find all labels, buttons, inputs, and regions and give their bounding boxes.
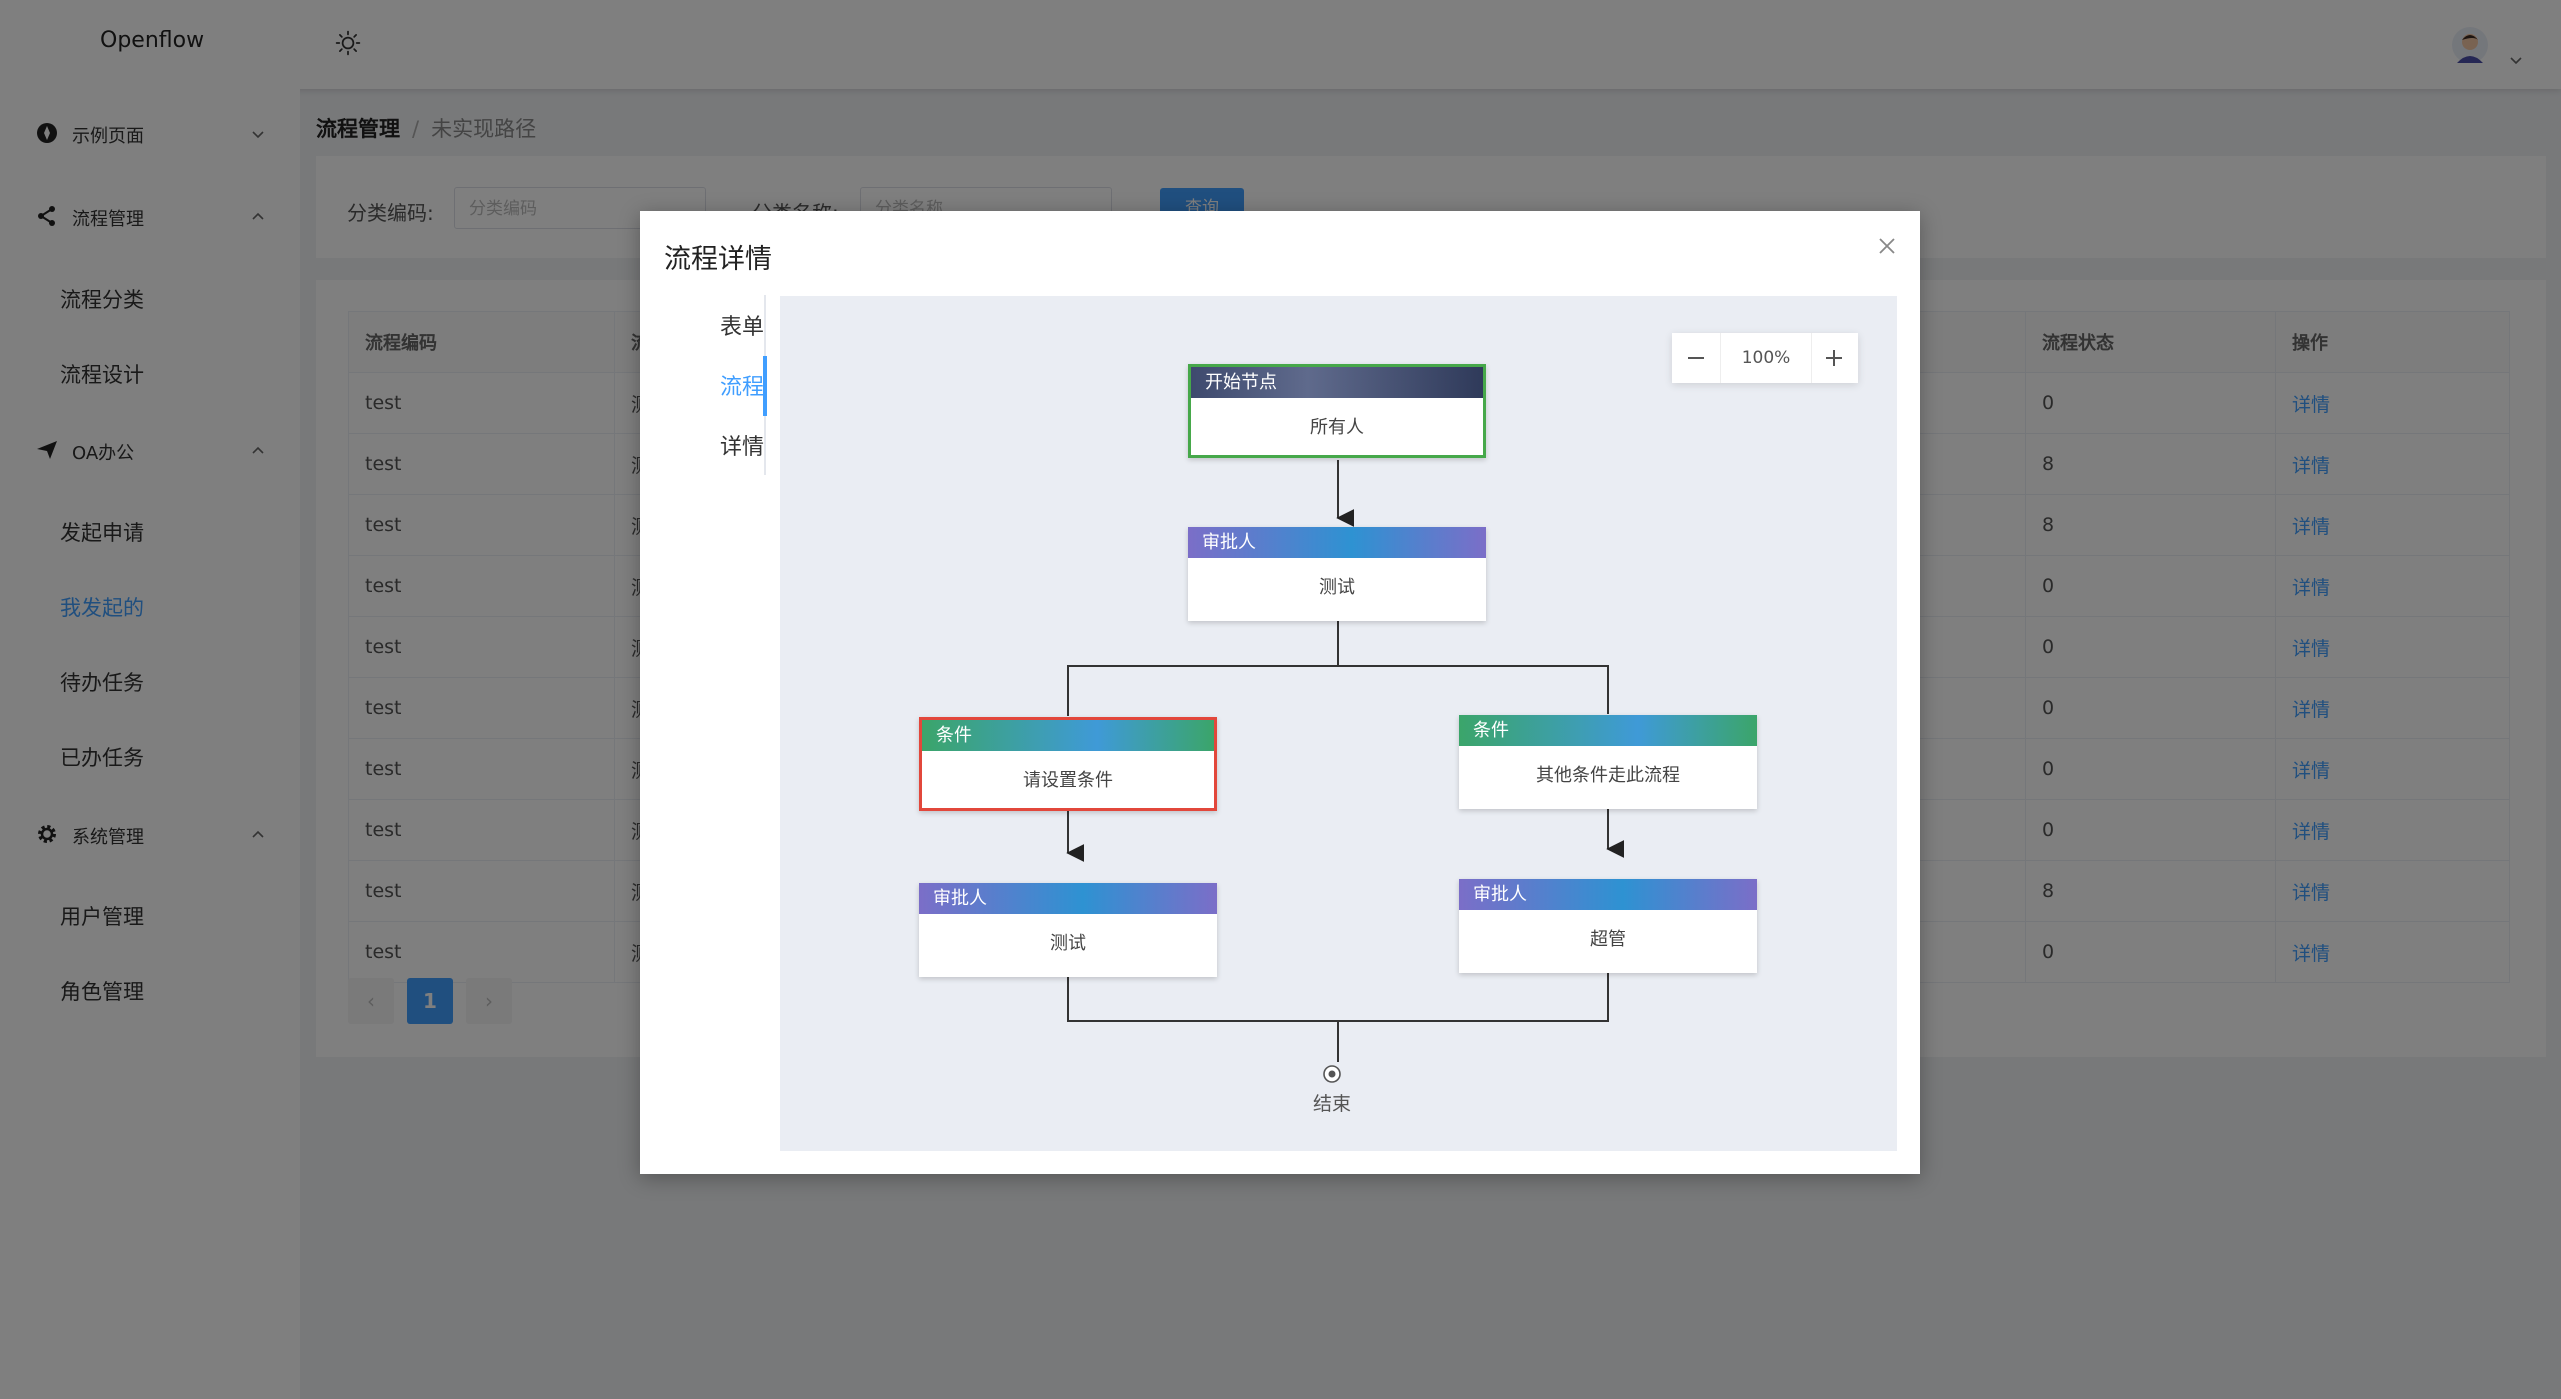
node-body: 测试 [1319, 577, 1355, 598]
node-body: 所有人 [1310, 417, 1364, 438]
node-body: 请设置条件 [1023, 770, 1113, 791]
tab-active-indicator [763, 356, 767, 416]
zoom-out-button[interactable] [1672, 333, 1720, 383]
node-header: 审批人 [919, 883, 1217, 914]
tab-details[interactable]: 详情 [719, 435, 764, 460]
flow-node-condition-right[interactable]: 条件 其他条件走此流程 [1459, 715, 1757, 809]
node-header: 条件 [922, 720, 1214, 751]
flow-node-approver-right[interactable]: 审批人 超管 [1459, 879, 1757, 973]
dialog-title: 流程详情 [664, 244, 772, 275]
flow-node-approver[interactable]: 审批人 测试 [1188, 527, 1486, 621]
flow-node-approver-left[interactable]: 审批人 测试 [919, 883, 1217, 977]
zoom-control: 100% [1672, 333, 1858, 383]
tab-flow[interactable]: 流程 [719, 375, 764, 400]
flow-detail-dialog: 流程详情 表单 流程 详情 [640, 211, 1920, 1174]
flow-canvas[interactable]: 100% 开始节点 所有人 审批人 测试 条件 请设置条件 条件 其他条件走此流… [780, 296, 1897, 1151]
zoom-in-button[interactable] [1810, 333, 1858, 383]
zoom-level: 100% [1720, 333, 1812, 383]
node-header: 审批人 [1188, 527, 1486, 558]
flow-node-condition-left[interactable]: 条件 请设置条件 [919, 717, 1217, 811]
node-body: 超管 [1590, 929, 1626, 950]
close-icon[interactable] [1874, 233, 1900, 259]
node-body: 其他条件走此流程 [1536, 765, 1680, 786]
end-node-icon [1323, 1065, 1341, 1083]
node-header: 条件 [1459, 715, 1757, 746]
end-node-label: 结束 [1312, 1093, 1351, 1115]
node-header: 开始节点 [1191, 367, 1483, 398]
flow-connectors [1066, 460, 1625, 1062]
flow-node-start[interactable]: 开始节点 所有人 [1188, 364, 1486, 458]
node-header: 审批人 [1459, 879, 1757, 910]
tab-form[interactable]: 表单 [719, 315, 764, 340]
node-body: 测试 [1050, 933, 1086, 954]
